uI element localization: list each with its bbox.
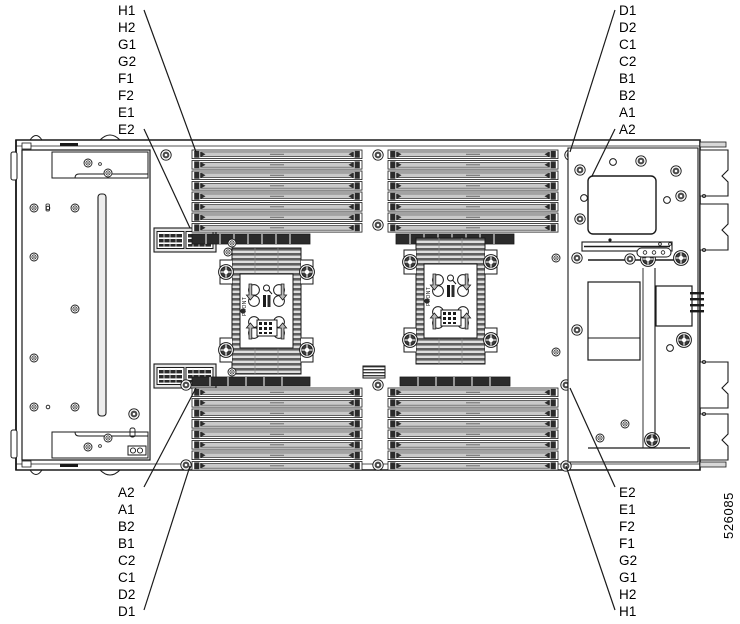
drive-bay-panel: [21, 149, 151, 461]
callout-label: C2: [118, 553, 136, 568]
callout-group-top-left: H1 H2 G1 G2 F1 F2 E1 E2: [118, 2, 136, 138]
callout-label: F2: [118, 88, 134, 103]
callout-label: C1: [118, 570, 136, 585]
figure-number: 526085: [721, 492, 736, 539]
callout-group-bottom-left: A2 A1 B2 B1 C2 C1 D2 D1: [118, 484, 135, 620]
callout-label: E2: [619, 485, 636, 500]
callout-label: A2: [619, 122, 636, 137]
callout-label: A1: [118, 502, 135, 517]
callout-label: H1: [619, 604, 637, 619]
callout-label: D2: [118, 587, 136, 602]
processor-1-heatsink: [219, 248, 315, 374]
callout-label: F1: [619, 536, 635, 551]
callout-label: G1: [619, 570, 638, 585]
callout-label: C2: [619, 54, 637, 69]
callout-label: E2: [118, 122, 135, 137]
callout-label: G2: [619, 553, 638, 568]
callout-label: D1: [619, 3, 637, 18]
callout-label: A2: [118, 485, 135, 500]
callout-label: G1: [118, 37, 137, 52]
callout-label: D1: [118, 604, 136, 619]
callout-group-top-right: D1 D2 C1 C2 B1 B2 A1 A2: [619, 2, 636, 138]
processor-2-heatsink: [403, 238, 499, 364]
right-board-section: [567, 147, 704, 463]
mezzanine-card-module: [574, 155, 687, 252]
callout-label: B1: [118, 536, 135, 551]
callout-label: A1: [619, 105, 636, 120]
callout-label: B2: [619, 88, 636, 103]
callout-label: F1: [118, 71, 134, 86]
callout-label: F2: [619, 519, 635, 534]
callout-label: C1: [619, 37, 637, 52]
callout-label: B1: [619, 71, 636, 86]
callout-label: H2: [118, 20, 136, 35]
callout-label: B2: [118, 519, 135, 534]
callout-group-bottom-right: E2 E1 F2 F1 G2 G1 H2 H1: [619, 484, 637, 620]
callout-label: D2: [619, 20, 637, 35]
callout-leader-lines: [143, 9, 616, 611]
callout-label: H2: [619, 587, 637, 602]
backplane-connector-tabs: [699, 141, 729, 468]
callout-label: E1: [118, 105, 135, 120]
right-center-rail: [571, 247, 689, 267]
callout-label: G2: [118, 54, 137, 69]
callout-label: E1: [619, 502, 636, 517]
callout-label: H1: [118, 3, 136, 18]
expansion-module: [571, 281, 704, 361]
